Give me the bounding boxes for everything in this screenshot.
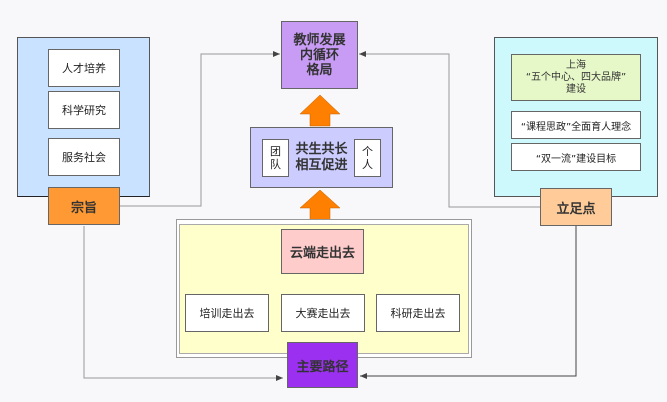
purpose-item-label: 科学研究: [62, 104, 106, 117]
purpose-item-label: 人才培养: [62, 62, 106, 75]
foothold-item-label: “课程思政”全面育人理念: [520, 121, 632, 133]
individual-box: 个 人: [354, 139, 381, 177]
line-foothold-to-top: [359, 51, 552, 208]
foothold-item-label: 上海 “五个中心、四大品牌” 建设: [525, 59, 627, 95]
main-path-tag: 主要路径: [287, 342, 358, 388]
foothold-tag: 立足点: [540, 188, 612, 226]
foothold-item-shanghai: 上海 “五个中心、四大品牌” 建设: [511, 54, 641, 101]
cloud-box: 云端走出去: [281, 229, 364, 274]
main-path-label: 主要路径: [296, 359, 349, 375]
foothold-item-double-first-class: “双一流”建设目标: [511, 143, 641, 171]
team-label: 团 队: [270, 145, 281, 171]
line-foothold-to-path: [360, 226, 577, 379]
purpose-tag-label: 宗旨: [70, 200, 97, 216]
path-item-research: 科研走出去: [376, 294, 460, 332]
foothold-item-ideology: “课程思政”全面育人理念: [511, 111, 641, 139]
path-item-training: 培训走出去: [185, 294, 269, 332]
arrow-up-upper: [299, 94, 341, 127]
purpose-item-research: 科学研究: [48, 91, 120, 129]
team-box: 团 队: [262, 139, 289, 177]
purpose-item-talent: 人才培养: [48, 49, 120, 87]
teacher-development-label: 教师发展 内循环 格局: [293, 32, 346, 78]
line-purpose-to-path: [83, 226, 283, 381]
symbiosis-box: 团 队 共生共长 相互促进 个 人: [250, 127, 393, 188]
foothold-tag-label: 立足点: [556, 201, 596, 217]
individual-label: 个 人: [362, 145, 373, 171]
path-item-label: 大赛走出去: [295, 307, 351, 320]
line-purpose-to-top: [118, 51, 280, 207]
cloud-label: 云端走出去: [289, 246, 355, 261]
arrow-up-lower: [299, 189, 341, 223]
path-item-competition: 大赛走出去: [281, 294, 365, 332]
purpose-item-service: 服务社会: [48, 138, 120, 176]
purpose-item-label: 服务社会: [62, 151, 106, 164]
path-item-label: 培训走出去: [199, 307, 255, 320]
path-item-label: 科研走出去: [390, 307, 446, 320]
symbiosis-label: 共生共长 相互促进: [295, 141, 348, 173]
foothold-item-label: “双一流”建设目标: [535, 153, 617, 165]
purpose-tag: 宗旨: [48, 187, 120, 225]
path-panel: [179, 224, 469, 354]
teacher-development-box: 教师发展 内循环 格局: [281, 21, 358, 89]
